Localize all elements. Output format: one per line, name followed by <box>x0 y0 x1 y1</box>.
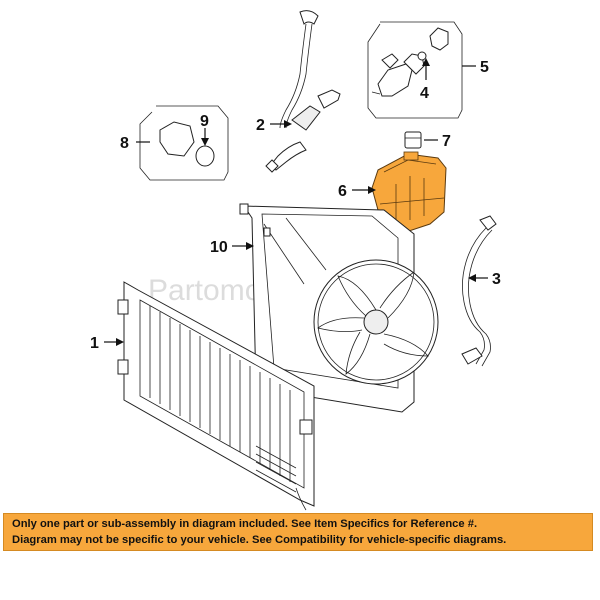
disclaimer-line-2: Diagram may not be specific to your vehi… <box>12 534 507 546</box>
callout-6: 6 <box>338 183 347 200</box>
callout-3: 3 <box>492 271 501 288</box>
part-1-radiator <box>117 281 315 511</box>
part-8-9-box <box>139 105 229 181</box>
callout-2: 2 <box>256 117 265 134</box>
part-2-upper-hose <box>265 10 341 173</box>
callout-5: 5 <box>480 59 489 76</box>
callout-4: 4 <box>420 85 429 102</box>
callout-9: 9 <box>200 113 209 130</box>
part-7-reservoir-cap <box>404 131 422 149</box>
disclaimer-line-1: Only one part or sub-assembly in diagram… <box>12 518 478 530</box>
callout-1: 1 <box>90 335 99 352</box>
part-3-lower-hose <box>461 215 497 367</box>
callout-8: 8 <box>120 135 129 152</box>
part-10-fan-shroud <box>239 203 439 413</box>
part-5-thermostat-housing <box>367 21 463 119</box>
callout-7: 7 <box>442 133 451 150</box>
disclaimer-banner: Only one part or sub-assembly in diagram… <box>3 513 593 551</box>
part-6-coolant-reservoir <box>371 151 447 233</box>
callout-10: 10 <box>210 239 228 256</box>
